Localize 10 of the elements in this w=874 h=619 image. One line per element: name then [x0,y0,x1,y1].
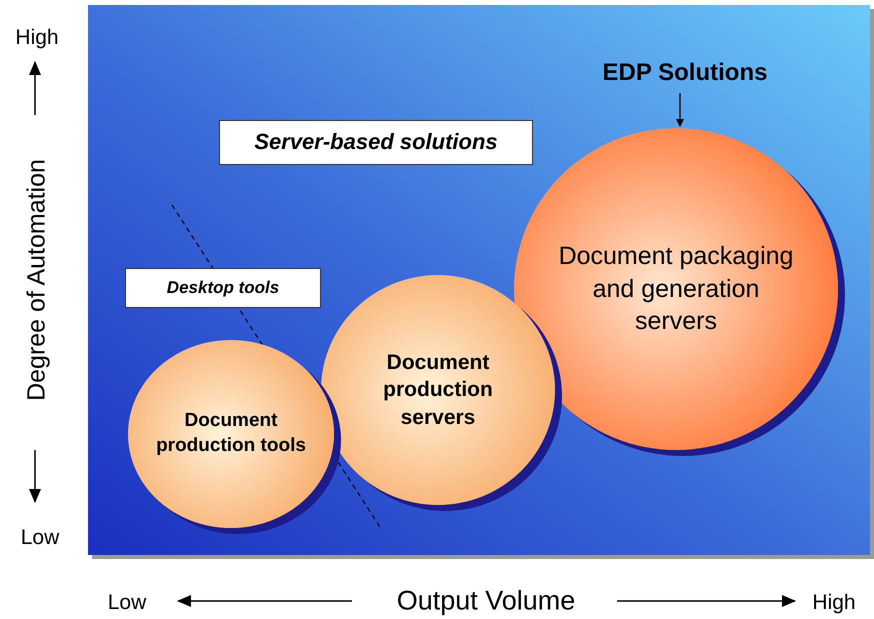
axis-end-label: High [15,26,59,50]
heading-label: EDP Solutions [570,55,800,91]
axis-title: Output Volume [396,586,576,616]
axis-title: Degree of Automation [22,159,52,401]
arrow [676,93,684,127]
label-box: Desktop tools [125,268,321,308]
axis-end-label: Low [20,526,60,550]
label-box: Server-based solutions [219,120,533,165]
axis-end-label: High [812,591,856,615]
axis-end-label: Low [108,591,146,615]
